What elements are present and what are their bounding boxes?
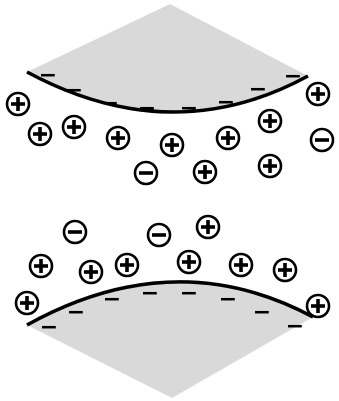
positive-ion-icon [272,257,298,283]
lower-surface-negative-charge: − [180,281,198,306]
positive-ion-icon [105,125,131,151]
lower-gap-ions [14,214,331,319]
upper-gap-ions [5,81,335,186]
positive-ion-icon [195,214,221,240]
upper-electrode-body [27,4,308,113]
upper-electrode-surface [26,70,309,114]
lower-surface-negative-charge: − [219,287,237,312]
upper-surface-negative-charge: − [138,96,156,121]
lower-surface-negative-charge: − [141,281,159,306]
negative-ion-icon [133,160,159,186]
positive-ion-icon [27,121,53,147]
positive-ion-icon [215,125,241,151]
upper-electrode: −−−−−−−− [26,4,309,121]
positive-ion-icon [61,114,87,140]
lower-surface-negative-charge: − [103,287,121,312]
positive-ion-icon [305,81,331,107]
positive-ion-icon [176,249,202,275]
lower-electrode-surface [26,280,314,327]
negative-ion-icon [309,127,335,153]
positive-ion-icon [305,293,331,319]
lower-surface-negative-charge: − [253,300,271,325]
positive-ion-icon [228,252,254,278]
upper-surface-charges: −−−−−−−− [39,63,302,121]
positive-ion-icon [159,132,185,158]
positive-ion-icon [257,153,283,179]
positive-ion-icon [257,108,283,134]
upper-surface-negative-charge: − [284,64,302,89]
lower-surface-charges: −−−−−−−− [40,281,304,340]
lower-surface-negative-charge: − [286,314,304,339]
positive-ion-icon [78,259,104,285]
upper-surface-negative-charge: − [39,63,57,88]
lower-electrode-body [27,281,313,398]
upper-surface-negative-charge: − [217,90,235,115]
upper-surface-negative-charge: − [249,77,267,102]
upper-surface-negative-charge: − [65,78,83,103]
lower-surface-negative-charge: − [40,315,58,340]
positive-ion-icon [5,91,31,117]
positive-ion-icon [114,252,140,278]
positive-ion-icon [192,159,218,185]
negative-ion-icon [62,219,88,245]
upper-surface-negative-charge: − [101,91,119,116]
positive-ion-icon [28,253,54,279]
lower-electrode: −−−−−−−− [26,280,314,398]
negative-ion-icon [146,222,172,248]
positive-ion-icon [14,290,40,316]
upper-surface-negative-charge: − [180,96,198,121]
lower-surface-negative-charge: − [67,300,85,325]
